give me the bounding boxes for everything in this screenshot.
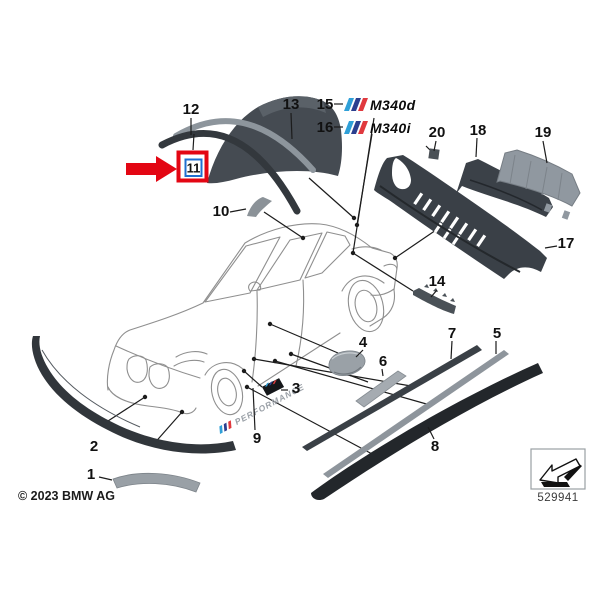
part-10-fin [247,197,272,217]
m-stripe-red [358,121,368,134]
callout-15[interactable]: 15 [317,96,334,113]
part-3-m-badge [261,378,285,396]
callout-12[interactable]: 12 [183,101,200,118]
part-19-diffuser-trim [496,149,581,220]
callout-8[interactable]: 8 [431,438,439,455]
callout-18[interactable]: 18 [470,122,487,139]
badge-m340i: M340i [344,120,412,136]
callout-19[interactable]: 19 [535,124,552,141]
red-arrow-icon [126,156,177,182]
car-outline [106,223,398,416]
highlight-group: 11 [126,150,209,183]
label-stub-lines [98,103,558,481]
drawing-number: 529941 [537,492,578,504]
copyright-text: © 2023 BMW AG [18,489,115,503]
part-2-front-splitter [31,336,236,454]
callout-3[interactable]: 3 [292,380,300,397]
car-mirror [248,281,262,292]
part-11-spoiler-lip [158,130,301,215]
callout-5[interactable]: 5 [493,325,501,342]
callout-6[interactable]: 6 [379,353,387,370]
badge-m340d-text: M340d [370,97,416,113]
m-stripe-lightblue [344,121,354,134]
direction-arrow-icon [539,458,582,487]
kidney-grille [126,355,148,383]
part-4-mirror-cap [328,350,366,376]
badge-m340i-text: M340i [370,120,412,136]
m-stripe-darkblue [351,98,361,111]
part-13-highlight [258,96,326,117]
front-wheel [210,368,244,416]
drawing-number-stamp: 529941 [530,448,586,504]
part-6-sill-strip [355,370,407,408]
part-17-rear-diffuser [374,155,547,279]
callout-7[interactable]: 7 [448,325,456,342]
part-5-door-strip [323,350,509,478]
callout-4[interactable]: 4 [359,334,368,351]
part-14-trim-strip [413,284,456,314]
callout-13[interactable]: 13 [283,96,300,113]
part-20-clip [425,145,440,160]
parts: PERFORMANCE [31,96,581,501]
callout-labels: 1 2 3 4 5 6 7 8 9 10 12 13 14 15 16 17 1… [87,96,575,483]
callout-17[interactable]: 17 [558,235,575,252]
m-stripe-lightblue [344,98,354,111]
callout-10[interactable]: 10 [213,203,230,220]
badge-m340d: M340d [344,97,416,113]
callout-16[interactable]: 16 [317,119,334,136]
rear-wheel [347,279,385,333]
part-8-side-skirt [311,363,543,501]
m-stripe-red [358,98,368,111]
headlight [173,351,208,367]
part-7-door-strip [302,345,482,451]
callout-14[interactable]: 14 [429,273,446,290]
part-1-front-lip [112,472,201,493]
callout-9[interactable]: 9 [253,430,261,447]
callout-20[interactable]: 20 [429,124,446,141]
part-18-shade [469,179,543,211]
callout-1[interactable]: 1 [87,466,95,483]
highlight-inner-box [184,158,203,177]
callout-11[interactable]: 11 [187,161,201,176]
callout-2[interactable]: 2 [90,438,98,455]
m-stripe-darkblue [351,121,361,134]
